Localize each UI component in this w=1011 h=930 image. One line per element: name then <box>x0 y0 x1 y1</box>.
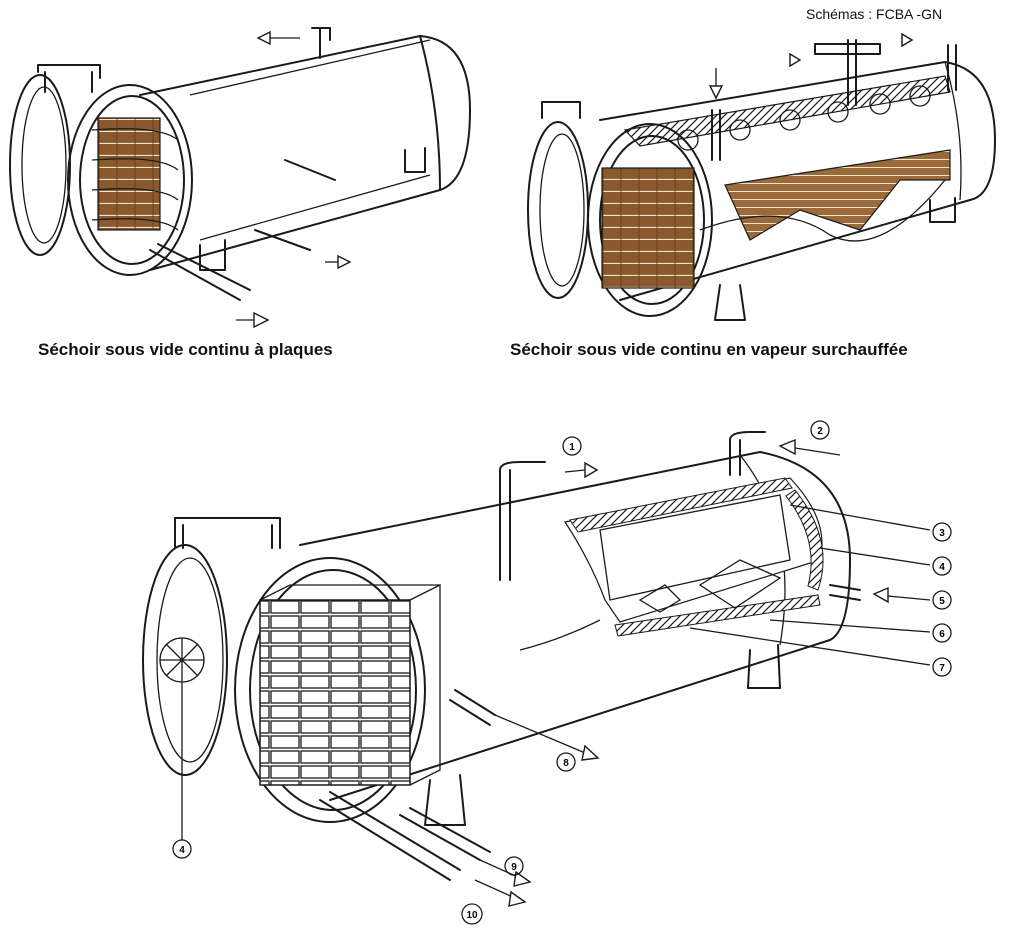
callout-5: 5 <box>932 590 952 610</box>
callout-6: 6 <box>932 623 952 643</box>
callout-8-label: 8 <box>563 758 569 769</box>
main-dryer-illustration <box>142 431 931 907</box>
callout-10-label: 10 <box>466 910 478 921</box>
callout-3: 3 <box>932 522 952 542</box>
caption-superheated-steam-dryer: Séchoir sous vide continu en vapeur surc… <box>510 340 908 359</box>
steam-dryer-illustration <box>527 32 996 321</box>
callout-4-left-label: 4 <box>179 845 185 856</box>
callout-9: 9 <box>504 856 524 876</box>
callout-7-label: 7 <box>939 663 945 674</box>
callout-1-label: 1 <box>569 442 575 453</box>
callout-3-label: 3 <box>939 528 945 539</box>
callout-4-right: 4 <box>932 556 952 576</box>
callout-markers: 1 2 3 4 5 6 7 8 9 10 4 <box>172 420 952 925</box>
door <box>9 74 71 256</box>
callout-2: 2 <box>810 420 830 440</box>
callout-7: 7 <box>932 657 952 677</box>
callout-6-label: 6 <box>939 629 945 640</box>
callout-4-left: 4 <box>172 839 192 859</box>
callout-10: 10 <box>461 903 483 925</box>
callout-8: 8 <box>556 752 576 772</box>
callout-2-label: 2 <box>817 426 823 437</box>
callout-1: 1 <box>562 436 582 456</box>
caption-plate-dryer: Séchoir sous vide continu à plaques <box>38 340 333 359</box>
callout-4-right-label: 4 <box>939 562 945 573</box>
plate-dryer-illustration <box>9 27 471 329</box>
credit-label: Schémas : FCBA -GN <box>806 6 943 22</box>
callout-9-label: 9 <box>511 862 517 873</box>
front-ring <box>67 84 193 276</box>
wood-stack <box>97 117 161 231</box>
callout-5-label: 5 <box>939 596 945 607</box>
